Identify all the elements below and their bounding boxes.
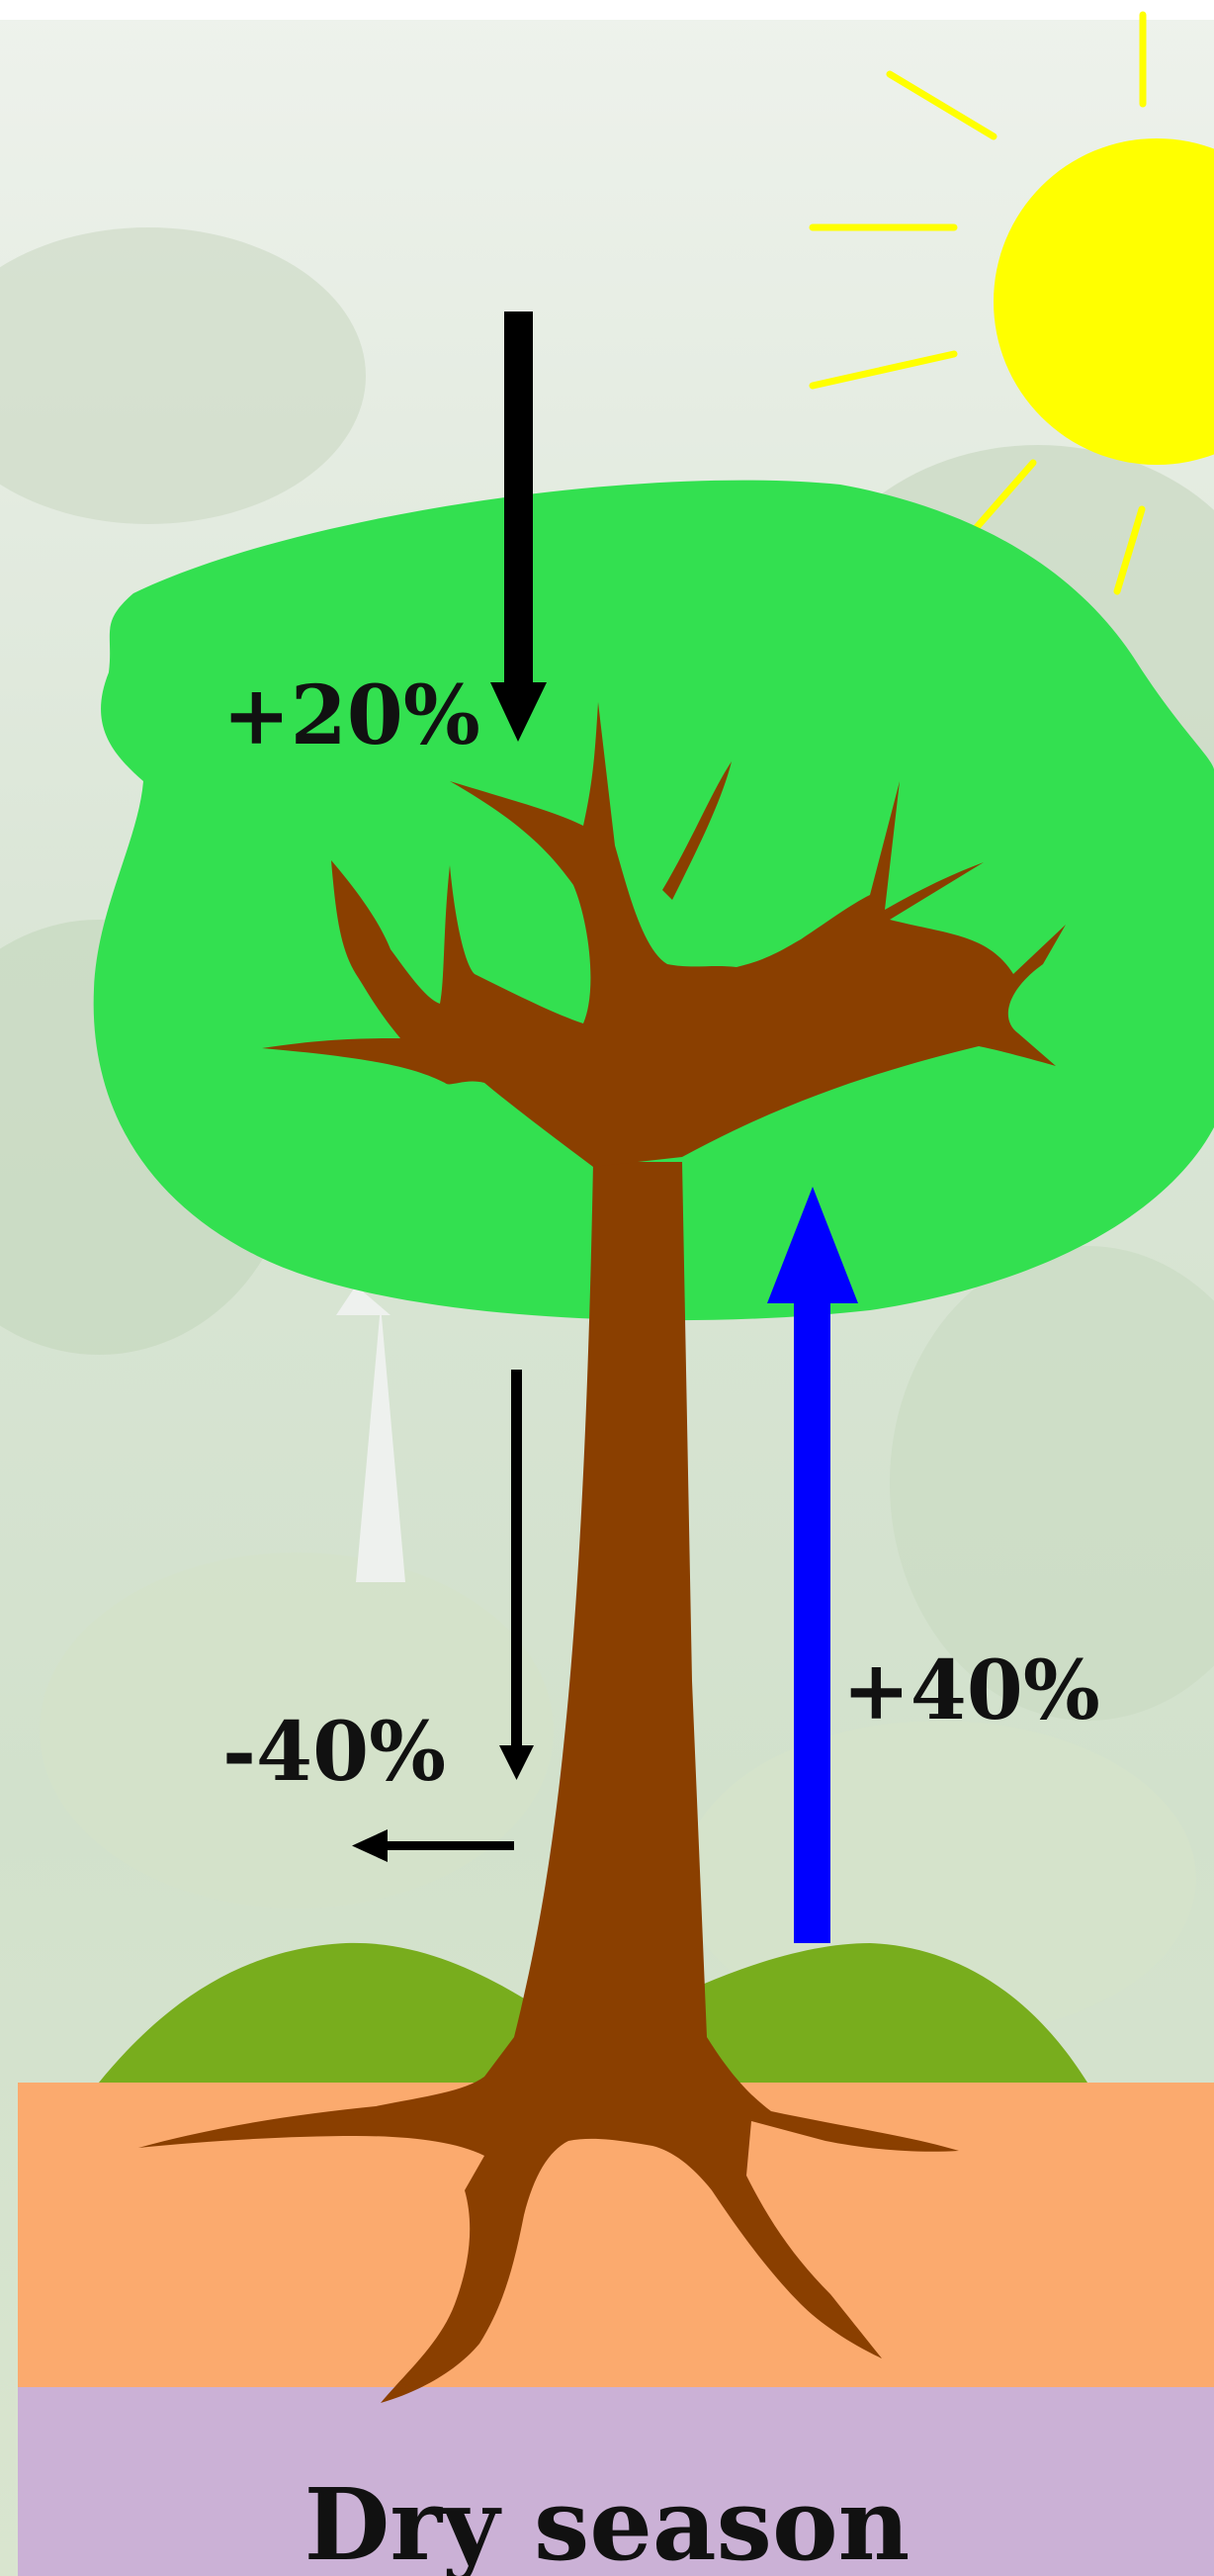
drainage-out-label: -40% (222, 1705, 446, 1800)
uptake-label: +40% (842, 1643, 1100, 1738)
tree-roots (138, 2037, 959, 2403)
tree-trunk (138, 702, 1066, 2403)
runoff-left-arrow (352, 1829, 514, 1862)
grass-mound (99, 1942, 1087, 2083)
season-caption: Dry season (304, 2466, 910, 2576)
bedrock-layer (18, 2387, 1214, 2576)
sun-icon (809, 11, 1214, 595)
rain-in-label: +20% (222, 668, 480, 763)
drainage-down-arrow (499, 1370, 534, 1780)
tree-canopy (93, 480, 1214, 1321)
rain-in-arrow (490, 311, 547, 742)
water-uptake-arrow (767, 1187, 858, 1943)
